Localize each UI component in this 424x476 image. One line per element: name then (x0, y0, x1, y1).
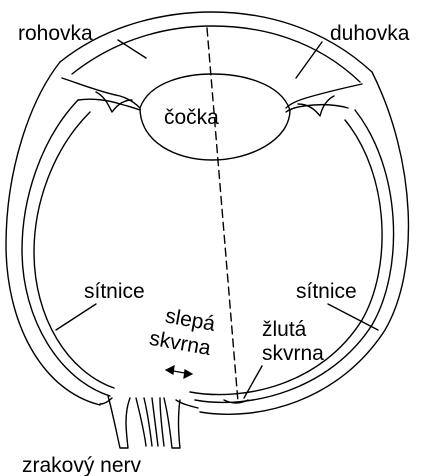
label-yellow-spot-line1: žlutá (262, 318, 307, 341)
optic-nerve-fibers (136, 398, 164, 446)
leader-retina-right (328, 304, 378, 330)
label-iris: duhovka (330, 22, 410, 45)
leader-retina-left (56, 304, 96, 330)
label-cornea: rohovka (18, 22, 93, 45)
leader-iris (296, 42, 322, 78)
label-retina-right: sítnice (296, 280, 357, 303)
blind-spot-arrow-head-left (166, 366, 174, 374)
label-lens: čočka (164, 106, 219, 129)
optic-axis-dashed-line (207, 28, 238, 402)
cornea-outline (60, 12, 372, 72)
label-retina-left: sítnice (84, 280, 145, 303)
label-optic-nerve: zrakový nerv (22, 454, 142, 476)
label-yellow-spot-line2: skvrna (262, 342, 324, 365)
leader-yellow-spot (244, 366, 262, 398)
optic-nerve (108, 396, 180, 448)
leader-cornea (118, 40, 146, 58)
blind-spot-arrow-head-right (184, 370, 192, 378)
iris-right (286, 84, 362, 112)
